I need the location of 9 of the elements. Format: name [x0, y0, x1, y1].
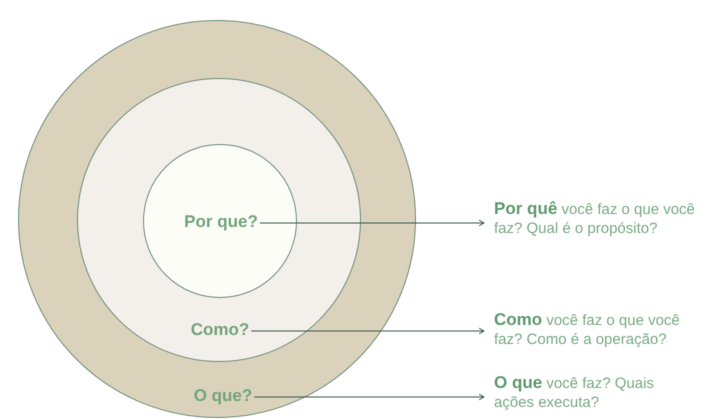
- circle-label: Por que?: [184, 212, 258, 232]
- arrow: [251, 328, 484, 334]
- description-text: Como você faz o que você faz? Como é a operação?: [494, 310, 706, 349]
- description-text: O que você faz? Quais ações executa?: [494, 373, 664, 412]
- circle-label: Como?: [190, 320, 250, 340]
- circle-label: O que?: [194, 386, 252, 406]
- arrow: [254, 394, 484, 400]
- arrow: [260, 220, 484, 226]
- description-text: Por quê você faz o que você faz? Qual é o propósito?: [494, 199, 716, 238]
